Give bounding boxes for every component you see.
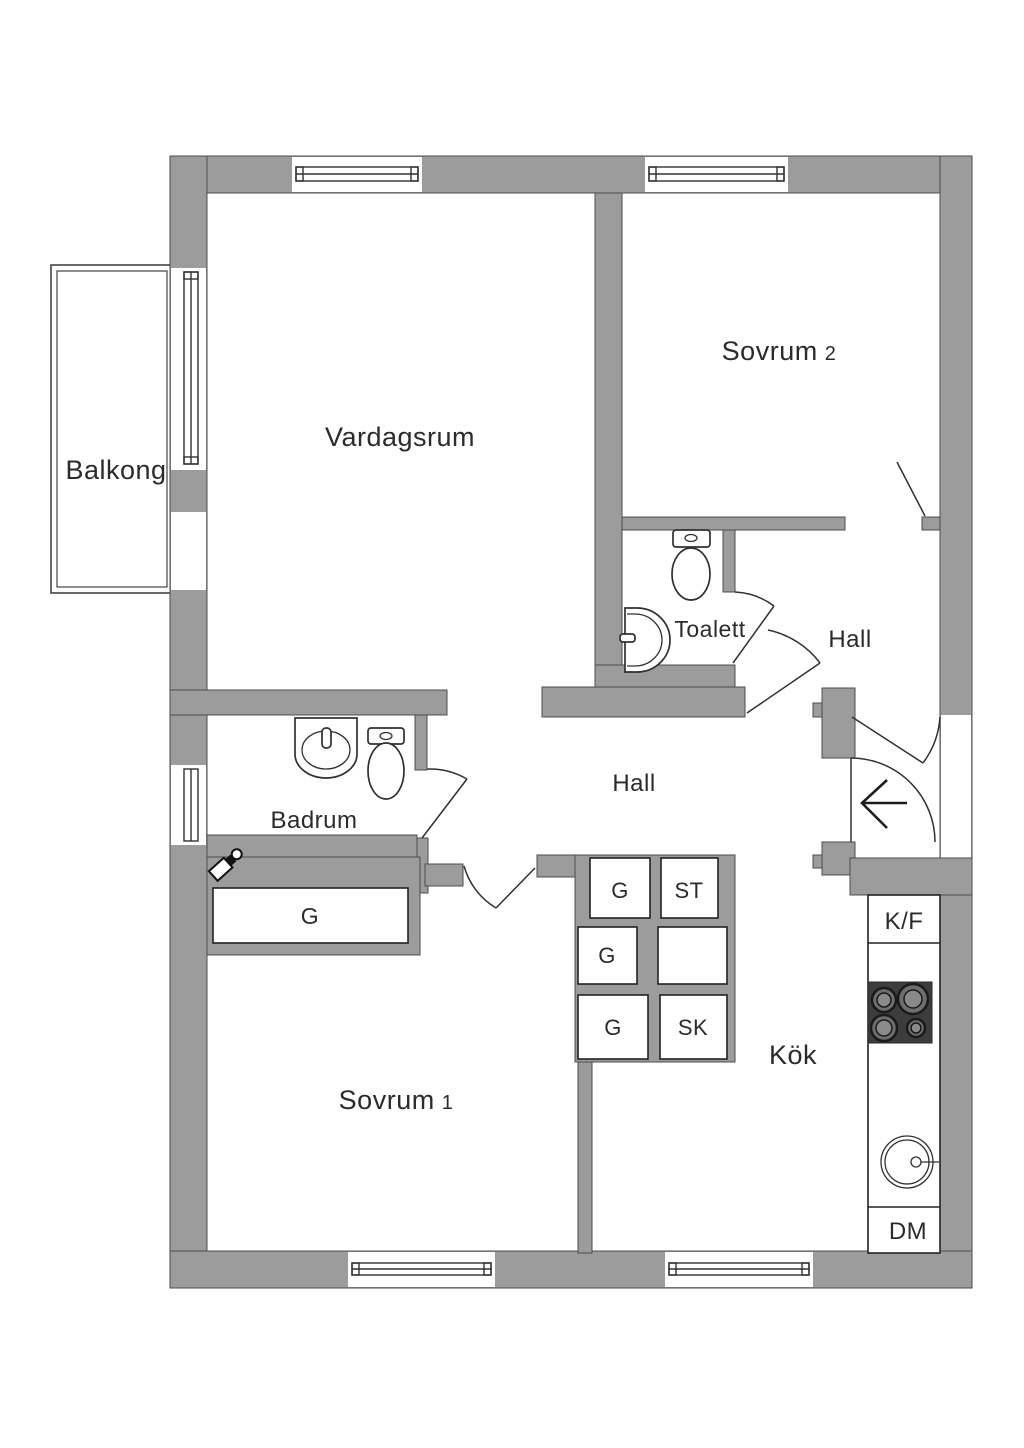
closet-st-box [660,857,719,919]
window-balcony-icon [183,271,199,465]
label-dishwasher: DM [889,1218,927,1245]
window-kitchen-icon [668,1262,810,1276]
label-bathroom-wardrobe: G [301,903,319,929]
window-bathroom-icon [183,768,199,842]
label-closet-g3: G [604,1015,622,1040]
kitchen-counter [867,894,941,1254]
washer-valve-icon [207,848,243,883]
label-hall-lower: Hall [612,770,655,797]
closet-boxes [212,857,728,1060]
window-livingroom-icon [295,166,419,182]
stove-icon [867,981,933,1044]
door-bedroom2 [896,461,926,517]
label-bathroom: Badrum [270,807,357,834]
label-closet-sk: SK [678,1015,708,1040]
wall-openings [171,157,971,1287]
door-hall-passage [746,629,821,714]
label-closet-st: ST [674,878,703,903]
window-bedroom2-icon [648,166,785,182]
door-bathroom [421,768,468,839]
bathroom-sink-icon [294,717,358,779]
kitchen-sink-icon [880,1135,939,1189]
label-fridge-freezer: K/F [885,908,924,935]
closet-g3-box [577,994,649,1060]
door-entrance [850,757,936,843]
label-balcony: Balkong [65,455,166,485]
label-living-room: Vardagsrum [325,422,475,452]
closet-sk-box [659,994,728,1060]
door-bedroom1 [463,865,536,909]
toilet-room-toilet-icon [671,529,711,601]
label-toilet-room: Toalett [674,616,745,642]
label-kitchen: Kök [769,1040,817,1070]
door-toilet-room [732,591,775,664]
closet-g2-box [577,926,638,985]
bathroom-wardrobe-box [212,887,409,944]
label-hall-upper: Hall [828,626,871,653]
closet-g1-box [589,857,651,919]
entrance-arrow-icon [860,779,907,829]
bathroom-toilet-icon [367,727,405,800]
label-closet-g2: G [598,943,616,968]
closet-empty-box [657,926,728,985]
balcony-outline [50,264,174,594]
label-closet-g1: G [611,878,629,903]
interior-walls [169,192,973,1254]
window-bedroom1-icon [351,1262,492,1276]
toilet-room-sink-icon [619,607,671,673]
door-vestibule [851,716,941,764]
